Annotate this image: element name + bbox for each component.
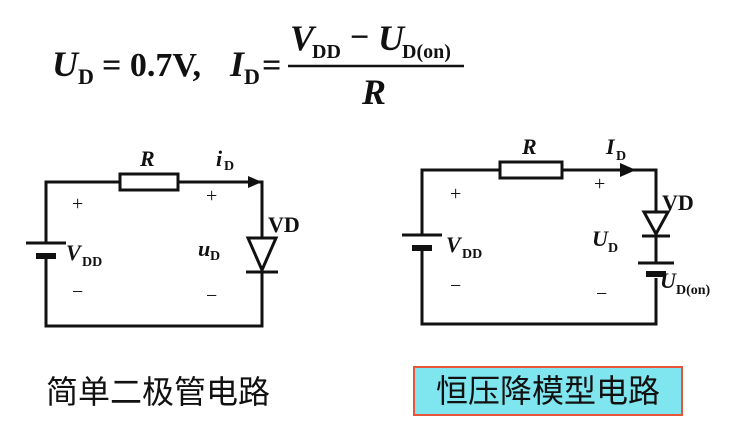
formula-num-v: V <box>290 18 317 58</box>
right-voltage-sub: D <box>608 241 618 256</box>
right-resistor <box>498 160 564 180</box>
formula-num-minus: − <box>350 19 369 56</box>
right-circuit: R I D + V DD − + U D − VD U D(on) <box>402 134 711 326</box>
left-wire-top-left <box>44 180 120 232</box>
formula-num-v-sub: DD <box>312 41 341 63</box>
right-wire-top-left <box>420 168 500 226</box>
right-wire-top-right <box>562 168 658 212</box>
left-wire-bottom <box>44 262 264 328</box>
formula: U D = 0.7V, I D = V DD − U D(on) R <box>52 18 464 112</box>
left-source-plus: + <box>72 193 83 215</box>
right-resistor-label: R <box>521 134 537 159</box>
left-diode-label: VD <box>268 212 300 237</box>
left-source-sub: DD <box>82 255 102 270</box>
left-source-minus: − <box>72 281 83 303</box>
formula-num-u: U <box>378 18 406 58</box>
left-current-arrow <box>248 176 262 188</box>
formula-eq2: = <box>262 47 281 84</box>
formula-id-sub: D <box>244 64 260 89</box>
right-wire-bottom <box>420 252 658 326</box>
formula-id-symbol: I <box>229 44 246 84</box>
caption-simple-diode-circuit: 简单二极管电路 <box>46 373 271 411</box>
left-source-symbol: V <box>66 240 83 265</box>
right-diode-plus: + <box>594 173 605 195</box>
right-source-sub: DD <box>462 247 482 262</box>
right-current-arrow <box>620 163 636 177</box>
right-voltage-symbol: U <box>592 226 609 251</box>
left-diode-plus: + <box>206 185 217 207</box>
right-diode-triangle <box>641 210 671 238</box>
left-current-symbol: i <box>216 146 223 171</box>
right-diode-minus: − <box>596 283 607 305</box>
left-current-sub: D <box>224 159 234 174</box>
left-diode-triangle <box>245 236 279 274</box>
circuits: R i D + V DD − + u D − VD R I D <box>26 134 711 328</box>
left-resistor <box>118 172 180 192</box>
left-diode-minus: − <box>206 285 217 307</box>
right-battery-sub: D(on) <box>676 283 711 298</box>
right-source-minus: − <box>450 275 461 297</box>
right-source-symbol: V <box>446 232 463 257</box>
left-circuit: R i D + V DD − + u D − VD <box>26 146 300 328</box>
right-source-plus: + <box>450 183 461 205</box>
formula-num-u-sub: D(on) <box>402 41 451 63</box>
formula-ud-symbol: U <box>52 44 80 84</box>
caption-constant-voltage-drop-model: 恒压降模型电路 <box>413 366 683 416</box>
formula-ud-sub: D <box>78 64 94 89</box>
left-wire-top-right <box>178 180 264 238</box>
formula-eq1: = 0.7V, <box>102 47 201 84</box>
right-battery-symbol: U <box>660 268 677 293</box>
left-voltage-sub: D <box>210 249 220 264</box>
right-diode-label: VD <box>662 190 694 215</box>
left-voltage-symbol: u <box>198 236 210 261</box>
formula-den: R <box>361 72 386 112</box>
left-resistor-label: R <box>139 146 155 171</box>
right-current-sub: D <box>616 149 626 164</box>
right-current-symbol: I <box>605 134 616 159</box>
